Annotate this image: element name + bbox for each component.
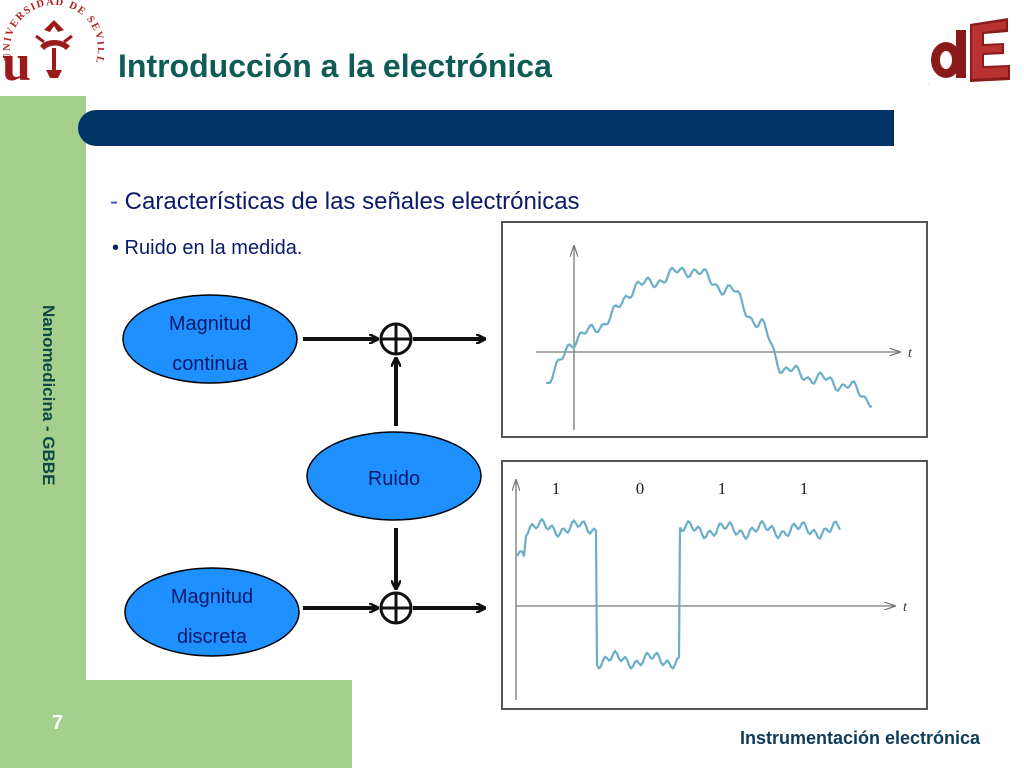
node-noise-label: Ruido [368,468,420,490]
department-mark: dE [928,83,930,85]
discrete-signal-graph [501,460,928,710]
continuous-t-label: t [908,346,913,361]
sum-junction-bottom-icon [379,591,413,625]
node-continuous-line2: continua [172,353,248,375]
bullet-noise: • Ruido en la medida. [112,237,303,259]
slide-title: Introducción a la electrónica [118,48,552,84]
header-bar [78,110,894,146]
bit-label-1: 1 [552,479,561,498]
bottom-green-band [0,680,352,768]
subtitle-text: Características de las señales electróni… [124,188,580,215]
section-subtitle: - Características de las señales electró… [110,188,580,216]
page-number: 7 [52,712,64,734]
node-continuous-magnitude: Magnitud continua [122,294,298,384]
bit-label-2: 0 [636,479,645,498]
node-discrete-magnitude: Magnitud discreta [124,567,300,657]
bit-label-4: 1 [800,479,809,498]
node-discrete-line1: Magnitud [171,586,253,608]
discrete-noisy-signal [515,518,841,670]
node-continuous-line1: Magnitud [169,313,251,335]
discrete-t-label: t [903,600,908,615]
side-green-band [0,96,86,768]
node-noise: Ruido [306,431,482,521]
department-logo: dE [926,14,1016,86]
footer-course-title: Instrumentación electrónica [740,728,981,748]
subtitle-dash: - [110,188,118,215]
side-label: Nanomedicina - GBBE [39,305,58,486]
continuous-noisy-signal [545,266,873,408]
bit-label-3: 1 [718,479,727,498]
sum-junction-top-icon [379,322,413,356]
continuous-signal-graph [501,221,928,438]
university-logo: UNIVERSIDAD DE SEVILLA u [0,0,104,90]
node-discrete-line2: discreta [177,626,248,648]
university-initial: u [2,35,31,90]
